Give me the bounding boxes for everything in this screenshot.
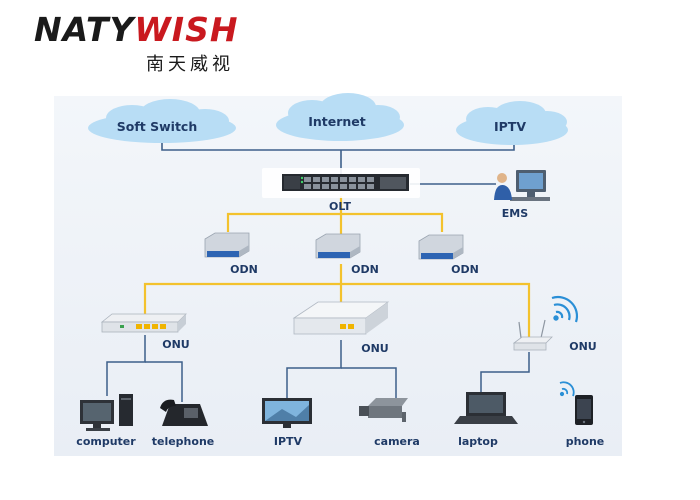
onu1-computer-line <box>106 335 146 396</box>
cloud-soft-switch-label: Soft Switch <box>117 119 197 134</box>
onu-device-1 <box>100 313 187 333</box>
laptop-icon <box>454 392 518 424</box>
odn-splitter-2 <box>315 233 361 259</box>
cloud-internet: Internet <box>276 93 404 141</box>
device-label-iptv: IPTV <box>274 435 303 448</box>
onu-device-2 <box>292 301 390 335</box>
brand-logo: NATYWISH 南天威视 <box>34 12 238 76</box>
phone-wifi-icon <box>559 381 575 397</box>
brand-wordmark-part2: WISH <box>134 10 239 49</box>
cloud-internet-label: Internet <box>308 114 366 129</box>
splitter-bus-line <box>226 212 444 232</box>
odn-label-1: ODN <box>230 263 258 276</box>
onu-label-1: ONU <box>162 338 190 351</box>
cloud-soft-switch: Soft Switch <box>88 99 236 143</box>
onu2-camera-line <box>341 367 397 398</box>
odn-splitter-3 <box>418 234 464 260</box>
onu3-laptop-line <box>480 352 530 392</box>
access-links <box>106 335 530 402</box>
pon-links <box>143 196 531 338</box>
camera-icon <box>359 398 408 422</box>
brand-wordmark-part1: NATY <box>34 10 135 49</box>
smartphone-icon <box>575 395 593 425</box>
onu-label-3: ONU <box>569 340 597 353</box>
telephone-icon <box>160 399 208 426</box>
computer-icon <box>80 394 133 431</box>
odn-label-3: ODN <box>451 263 479 276</box>
wifi-signal-icon <box>551 295 579 323</box>
device-label-phone: phone <box>566 435 605 448</box>
onu2-tv-line <box>286 340 342 398</box>
device-label-camera: camera <box>374 435 420 448</box>
onu1-telephone-line <box>145 361 183 402</box>
device-label-computer: computer <box>76 435 136 448</box>
diagram-background <box>54 96 622 456</box>
ems-label: EMS <box>502 207 528 220</box>
brand-wordmark: NATYWISH <box>34 12 238 48</box>
tv-icon <box>262 398 312 428</box>
odn-label-2: ODN <box>351 263 379 276</box>
ems-workstation-icon <box>494 170 550 201</box>
device-label-laptop: laptop <box>458 435 498 448</box>
onu-device-3 <box>512 319 553 351</box>
device-label-telephone: telephone <box>152 435 215 448</box>
odn-splitter-1 <box>204 232 250 258</box>
brand-chinese-name: 南天威视 <box>146 54 234 75</box>
onu-label-2: ONU <box>361 342 389 355</box>
cloud-iptv-label: IPTV <box>494 119 526 134</box>
cloud-iptv: IPTV <box>456 101 568 145</box>
olt-chassis <box>262 168 420 198</box>
onu-bus-line <box>143 282 531 338</box>
olt-label: OLT <box>329 200 352 213</box>
